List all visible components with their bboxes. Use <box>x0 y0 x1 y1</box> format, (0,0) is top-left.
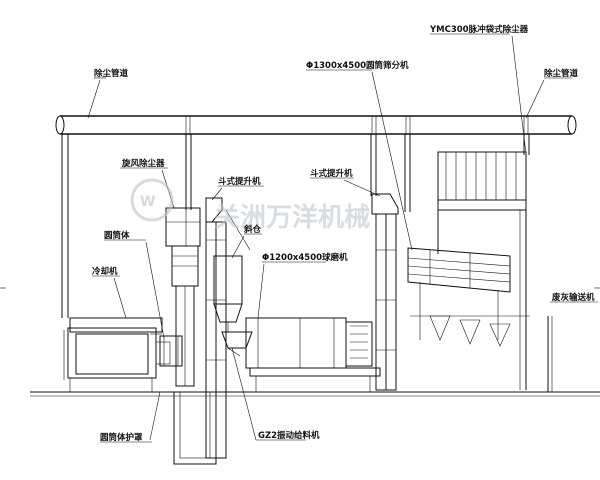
chute <box>213 255 243 332</box>
label-ball-mill: Φ1200x4500球磨机 <box>262 252 348 263</box>
label-vibrating-feeder: GZ2振动给料机 <box>258 430 320 441</box>
bucket-elevator-right <box>371 193 399 391</box>
drum-body <box>159 335 183 367</box>
pulse-bag-collector <box>437 151 527 390</box>
label-bucket-elevator-right: 斗式提升机 <box>310 168 353 179</box>
leader-lines <box>87 33 598 443</box>
waste-conveyor <box>547 316 553 392</box>
bucket-elevator-left <box>205 197 251 459</box>
label-cyclone: 旋风除尘器 <box>121 158 165 169</box>
dust-pipe <box>55 115 577 135</box>
ball-mill <box>245 317 381 392</box>
label-waste-conveyor: 废灰输送机 <box>552 292 595 303</box>
label-dust-pipe-right: 除尘管道 <box>544 68 579 79</box>
label-drum-guard: 圆筒体护罩 <box>100 432 143 443</box>
label-cooler: 冷却机 <box>92 266 118 277</box>
watermark-logo: W <box>130 178 174 222</box>
label-drum-body: 圆筒体 <box>104 230 130 241</box>
watermark: 关洲万洋机械 <box>214 202 370 233</box>
label-bucket-elevator-left: 斗式提升机 <box>218 176 261 187</box>
label-pulse-collector: YMC300脉冲袋式除尘器 <box>429 24 529 35</box>
drum-screen <box>407 247 530 347</box>
ground-line <box>0 287 600 397</box>
cyclone-collector <box>165 207 201 387</box>
label-chute: 斜仓 <box>243 224 262 235</box>
cooler <box>63 317 171 392</box>
svg-text:W: W <box>140 194 155 210</box>
label-drum-screen: Φ1300x4500圆筒筛分机 <box>306 60 409 71</box>
label-dust-pipe-left: 除尘管道 <box>94 68 129 79</box>
foundation-pit <box>173 391 217 465</box>
